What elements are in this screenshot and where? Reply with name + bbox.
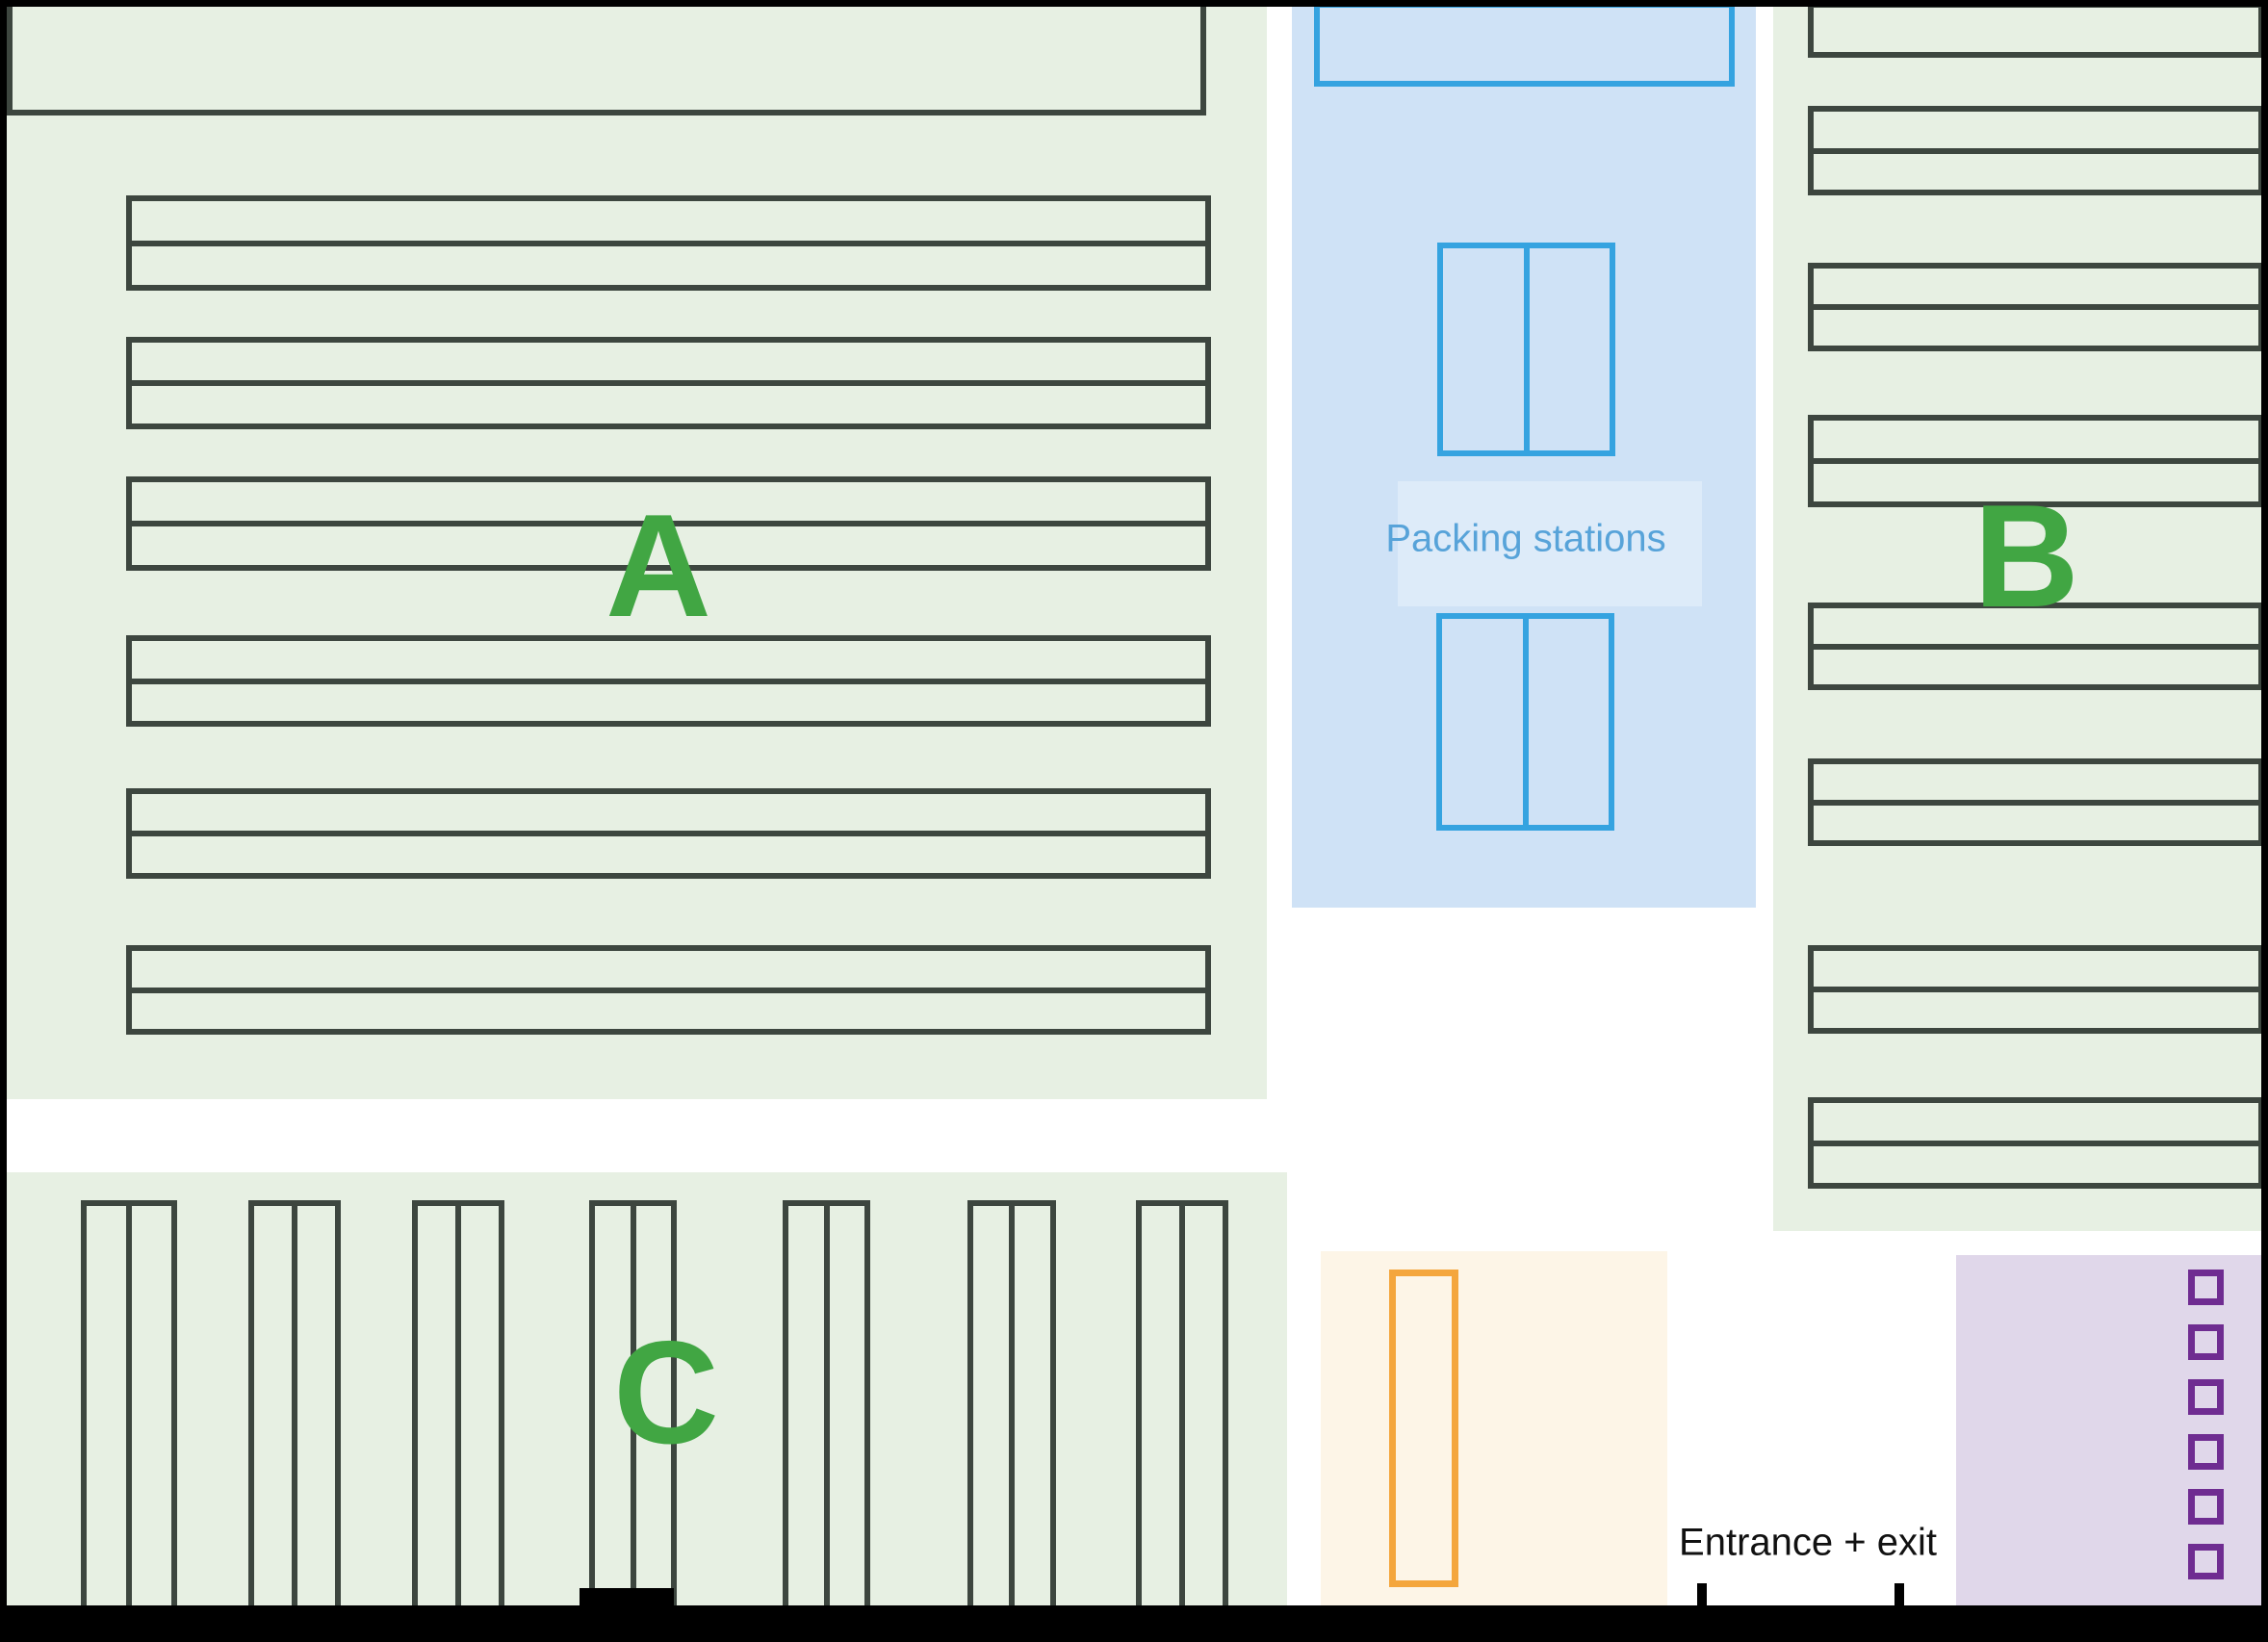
- zone-b-storage-rack: [1808, 106, 2264, 195]
- zone-c-rack4-base: [580, 1588, 674, 1607]
- zone-b-storage-rack: [1808, 1097, 2264, 1189]
- rack-divider: [126, 240, 1211, 246]
- zone-c-area: [0, 1172, 1287, 1605]
- rack-divider: [292, 1200, 297, 1609]
- entrance-exit-label: Entrance + exit: [1679, 1521, 1937, 1564]
- zone-c-storage-rack: [412, 1200, 504, 1609]
- wall-top: [0, 0, 2268, 7]
- rack-divider: [1808, 987, 2264, 992]
- rack-divider: [126, 521, 1211, 526]
- rack-divider: [126, 678, 1211, 684]
- wall-left: [0, 0, 7, 1642]
- rack-divider: [126, 380, 1211, 386]
- zone-b-storage-rack: [1808, 2, 2264, 58]
- zone-c-label: C: [613, 1311, 719, 1475]
- zone-a-storage-rack: [126, 945, 1211, 1035]
- zone-b-label: B: [1973, 475, 2079, 638]
- rack-divider: [1808, 304, 2264, 310]
- rack-divider: [823, 1200, 830, 1609]
- purple-square: [2188, 1379, 2224, 1415]
- zone-a-storage-rack: [126, 788, 1211, 879]
- zone-b-storage-rack: [1808, 945, 2264, 1034]
- zone-c-storage-rack: [589, 1200, 677, 1609]
- zone-c-storage-rack: [1136, 1200, 1228, 1609]
- rack-divider: [1808, 1140, 2264, 1146]
- zone-c-storage-rack: [967, 1200, 1056, 1609]
- zone-b-area: [1773, 0, 2261, 1231]
- zone-b-storage-rack: [1808, 263, 2264, 351]
- wall-bottom: [0, 1605, 2268, 1642]
- packing-table-divider: [1523, 248, 1530, 450]
- zone-a-storage-rack: [126, 195, 1211, 291]
- zone-a-storage-rack: [126, 635, 1211, 727]
- packing-table-2: [1436, 613, 1614, 831]
- rack-divider: [1808, 799, 2264, 806]
- packing-label-background: [1398, 481, 1702, 606]
- zone-a-storage-rack: [126, 337, 1211, 429]
- orange-slot-outline: [1389, 1270, 1458, 1587]
- packing-stations-label: Packing stations: [1385, 517, 1666, 560]
- purple-square: [2188, 1324, 2224, 1360]
- wall-right: [2261, 0, 2268, 1642]
- entrance-door-tick-left: [1697, 1583, 1707, 1607]
- purple-square: [2188, 1489, 2224, 1525]
- rack-divider: [126, 987, 1211, 993]
- entrance-door-tick-right: [1894, 1583, 1904, 1607]
- zone-a-area: [0, 0, 1267, 1099]
- zone-b-storage-rack: [1808, 758, 2264, 846]
- zone-a-storage-rack: [126, 476, 1211, 571]
- zone-c-storage-rack: [248, 1200, 341, 1609]
- rack-divider: [1808, 458, 2264, 464]
- zone-c-storage-rack: [783, 1200, 870, 1609]
- rack-divider: [1009, 1200, 1015, 1609]
- purple-square: [2188, 1270, 2224, 1305]
- rack-divider: [126, 1200, 132, 1609]
- packing-table-divider: [1522, 619, 1529, 825]
- zone-c-storage-rack: [81, 1200, 177, 1609]
- rack-divider: [1179, 1200, 1185, 1609]
- rack-divider: [1808, 643, 2264, 650]
- rack-divider: [1808, 147, 2264, 154]
- purple-square: [2188, 1434, 2224, 1470]
- purple-square: [2188, 1544, 2224, 1579]
- rack-divider: [630, 1200, 636, 1609]
- orange-zone: [1321, 1251, 1667, 1605]
- rack-divider: [455, 1200, 461, 1609]
- rack-divider: [126, 831, 1211, 836]
- zone-a-label: A: [606, 484, 711, 648]
- packing-table-1: [1437, 243, 1615, 456]
